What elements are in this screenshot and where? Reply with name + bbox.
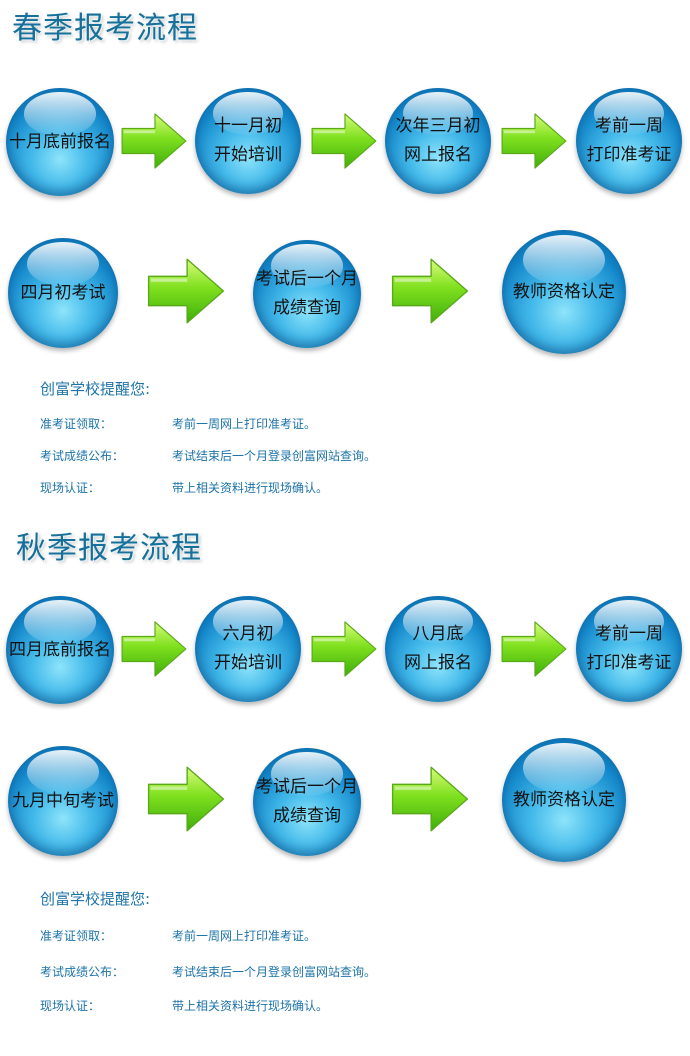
note-label: 准考证领取：	[40, 929, 113, 943]
arrow-right-icon	[390, 765, 470, 833]
spring-step-exam: 四月初考试	[8, 238, 118, 348]
autumn-step-certification: 教师资格认定	[502, 738, 626, 862]
spring-step-score-query: 考试后一个月 成绩查询	[253, 240, 361, 348]
note-label: 考试成绩公布：	[40, 965, 125, 979]
note-value: 考试结束后一个月登录创富网站查询。	[172, 449, 377, 463]
autumn-notes: 创富学校提醒您: 准考证领取： 考前一周网上打印准考证。 考试成绩公布： 考试结…	[40, 890, 376, 1013]
autumn-step-training: 六月初 开始培训	[195, 596, 301, 702]
step-label: 教师资格认定	[513, 281, 615, 302]
step-label: 四月底前报名	[9, 639, 111, 660]
step-label: 四月初考试	[20, 282, 106, 303]
note-label: 现场认证：	[40, 999, 101, 1013]
arrow-right-icon	[310, 620, 378, 678]
autumn-step-print-ticket: 考前一周 打印准考证	[576, 596, 682, 702]
step-label: 考前一周 打印准考证	[586, 116, 672, 165]
spring-step-certification: 教师资格认定	[502, 230, 626, 354]
note-value: 带上相关资料进行现场确认。	[172, 999, 329, 1013]
autumn-step-score-query: 考试后一个月 成绩查询	[253, 748, 361, 856]
spring-step-training: 十一月初 开始培训	[195, 88, 301, 194]
step-label: 八月底 网上报名	[404, 624, 472, 673]
step-label: 十一月初 开始培训	[214, 116, 282, 165]
step-label: 教师资格认定	[513, 789, 615, 810]
step-label: 考试后一个月 成绩查询	[256, 777, 358, 826]
spring-step-online-register: 次年三月初 网上报名	[385, 88, 491, 194]
note-value: 考前一周网上打印准考证。	[172, 929, 317, 943]
note-label: 准考证领取：	[40, 417, 113, 431]
step-label: 六月初 开始培训	[214, 624, 282, 673]
spring-notes: 创富学校提醒您: 准考证领取： 考前一周网上打印准考证。 考试成绩公布： 考试结…	[40, 380, 376, 495]
notes-header: 创富学校提醒您:	[40, 380, 151, 398]
autumn-step-exam: 九月中旬考试	[8, 746, 118, 856]
step-label: 九月中旬考试	[12, 790, 114, 811]
note-label: 考试成绩公布：	[40, 449, 125, 463]
notes-header: 创富学校提醒您:	[40, 890, 151, 908]
arrow-right-icon	[500, 620, 568, 678]
spring-title: 春季报考流程	[12, 11, 198, 46]
step-label: 考前一周 打印准考证	[586, 624, 672, 673]
autumn-step-online-register: 八月底 网上报名	[385, 596, 491, 702]
step-label: 十月底前报名	[9, 131, 111, 152]
autumn-step-register: 四月底前报名	[6, 596, 114, 704]
arrow-right-icon	[120, 620, 188, 678]
autumn-title: 秋季报考流程	[16, 531, 202, 566]
spring-step-register: 十月底前报名	[6, 88, 114, 196]
spring-step-print-ticket: 考前一周 打印准考证	[576, 88, 682, 194]
spring-section: 春季报考流程 十月底前报名 十一月初 开始培训 次年三月初 网上报名 考前一周 …	[0, 0, 690, 520]
note-value: 考试结束后一个月登录创富网站查询。	[172, 965, 377, 979]
note-value: 带上相关资料进行现场确认。	[172, 481, 329, 495]
arrow-right-icon	[146, 765, 226, 833]
step-label: 考试后一个月 成绩查询	[256, 269, 358, 318]
step-label: 次年三月初 网上报名	[395, 116, 481, 165]
note-label: 现场认证：	[40, 481, 101, 495]
note-value: 考前一周网上打印准考证。	[172, 417, 317, 431]
